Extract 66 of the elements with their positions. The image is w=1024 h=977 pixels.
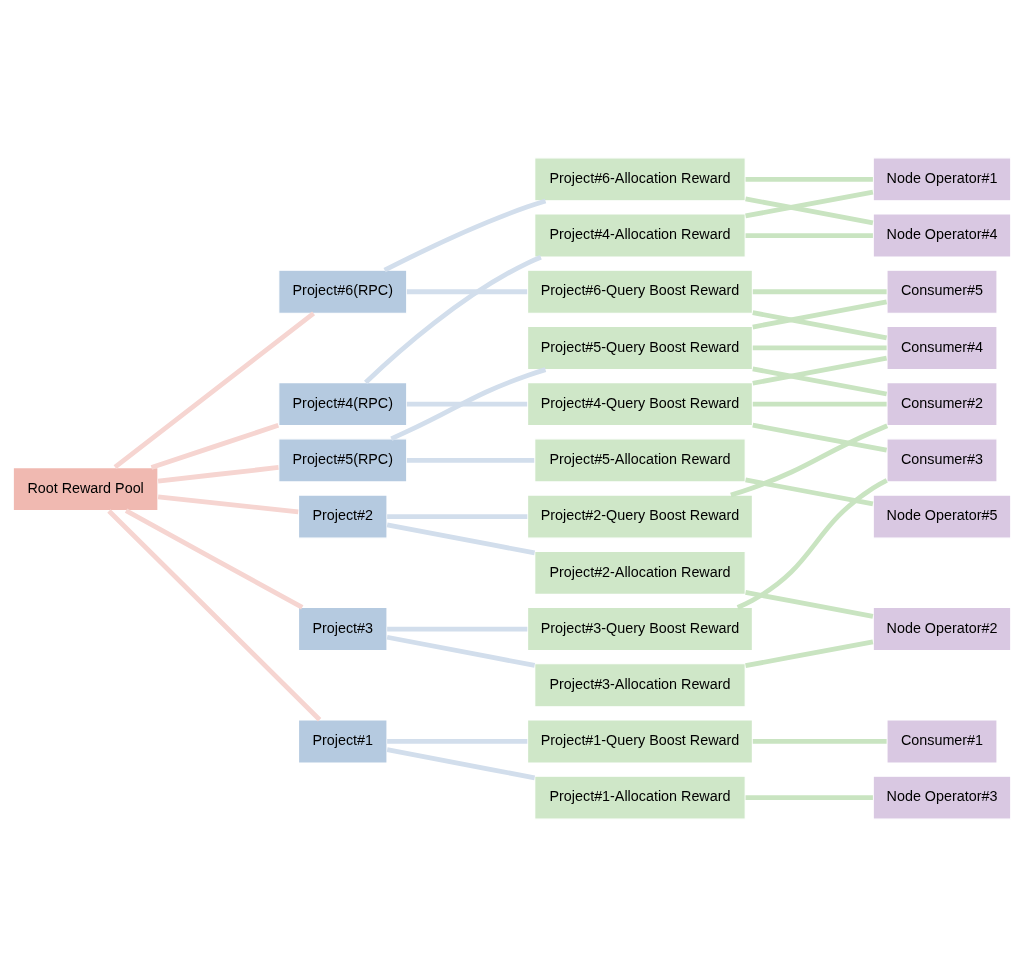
connector bbox=[386, 522, 536, 556]
node-box: Project#1 bbox=[297, 719, 388, 764]
node-box: Project#2 bbox=[297, 494, 388, 539]
connector bbox=[386, 634, 536, 668]
node-box: Project#2-Query Boost Reward bbox=[526, 494, 753, 539]
node-box: Project#3-Query Boost Reward bbox=[526, 606, 753, 652]
connector bbox=[113, 311, 316, 470]
connector bbox=[736, 478, 888, 610]
connector bbox=[730, 423, 889, 498]
node-box: Consumer#5 bbox=[886, 269, 998, 314]
connector bbox=[390, 367, 547, 441]
connector bbox=[406, 401, 528, 407]
node-box: Root Reward Pool bbox=[12, 466, 159, 512]
node-box: Project#6-Allocation Reward bbox=[534, 157, 746, 202]
node-box: Project#4(RPC) bbox=[278, 382, 408, 427]
node-box: Project#6-Query Boost Reward bbox=[526, 269, 753, 314]
node-box: Project#1-Allocation Reward bbox=[534, 775, 746, 820]
connector bbox=[387, 626, 528, 632]
node-box: Project#1-Query Boost Reward bbox=[526, 719, 753, 764]
connector bbox=[752, 739, 887, 744]
connector bbox=[752, 289, 887, 295]
connector bbox=[745, 233, 873, 238]
connector bbox=[745, 196, 874, 226]
node-box: Consumer#2 bbox=[886, 382, 998, 427]
connector bbox=[752, 345, 887, 351]
node-box: Project#5(RPC) bbox=[278, 438, 408, 483]
node-box: Project#4-Allocation Reward bbox=[534, 213, 746, 258]
connector bbox=[406, 289, 528, 295]
connector bbox=[752, 366, 888, 397]
node-box: Project#5-Query Boost Reward bbox=[526, 325, 753, 371]
connector bbox=[364, 255, 542, 385]
connector bbox=[157, 465, 279, 484]
connector bbox=[752, 355, 888, 386]
connector bbox=[157, 494, 299, 515]
connector bbox=[150, 423, 280, 470]
node-box: Project#4-Query Boost Reward bbox=[526, 382, 753, 427]
connector bbox=[383, 198, 547, 273]
connector bbox=[745, 795, 873, 801]
node-box: Project#5-Allocation Reward bbox=[534, 438, 746, 483]
node-box: Node Operator#3 bbox=[872, 775, 1012, 820]
connector bbox=[745, 590, 874, 619]
connector bbox=[745, 189, 874, 219]
node-box: Consumer#3 bbox=[886, 438, 998, 483]
connector bbox=[745, 176, 873, 182]
node-box: Node Operator#5 bbox=[872, 494, 1012, 539]
connector bbox=[745, 639, 874, 669]
connector bbox=[387, 739, 528, 744]
connector bbox=[752, 422, 888, 453]
connector bbox=[124, 508, 304, 610]
node-box: Project#3-Allocation Reward bbox=[534, 663, 746, 708]
node-box: Project#3 bbox=[297, 606, 388, 652]
node-box: Project#2-Allocation Reward bbox=[534, 550, 746, 595]
connector bbox=[386, 747, 536, 781]
connector bbox=[406, 458, 535, 463]
connector bbox=[107, 509, 322, 722]
connector bbox=[752, 299, 888, 330]
connector bbox=[387, 514, 528, 519]
node-box: Consumer#4 bbox=[886, 325, 998, 371]
node-box: Project#6(RPC) bbox=[278, 269, 408, 314]
node-box: Consumer#1 bbox=[886, 719, 998, 764]
node-box: Node Operator#2 bbox=[872, 606, 1012, 652]
connector bbox=[745, 477, 874, 507]
node-box: Node Operator#4 bbox=[872, 213, 1012, 258]
connector bbox=[752, 310, 888, 341]
connector bbox=[752, 401, 887, 407]
node-box: Node Operator#1 bbox=[872, 157, 1012, 202]
